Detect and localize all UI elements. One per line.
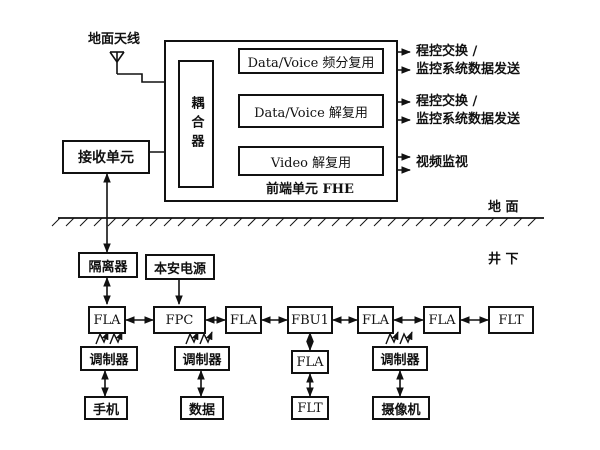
fbu1-box: FBU1 (287, 306, 333, 334)
data-box: 数据 (180, 396, 224, 420)
receiver-box: 接收单元 (62, 140, 150, 174)
antenna-icon (109, 51, 125, 64)
wireless-link-icon-3 (385, 331, 413, 345)
handset-box: 手机 (84, 396, 128, 420)
ground-label: 地 面 (488, 200, 519, 215)
underground-label: 井 下 (488, 252, 519, 267)
fla-5-box: FLA (291, 350, 329, 374)
output-label-3: 视频监视 (416, 155, 469, 170)
output-label-2b: 监控系统数据发送 (416, 112, 521, 127)
front-end-unit-label: 前端单元 FHE (266, 182, 354, 197)
intrinsic-power-box: 本安电源 (145, 254, 215, 280)
wireless-link-icon-2 (185, 331, 213, 345)
fla-4-box: FLA (423, 306, 461, 334)
antenna-to-coupler-wire (117, 73, 178, 83)
isolator-box: 隔离器 (78, 252, 138, 278)
modem-1-box: 调制器 (80, 346, 138, 371)
output-label-1b: 监控系统数据发送 (416, 62, 521, 77)
ground-hatch (51, 217, 537, 227)
coupler-box: 耦合器 (178, 60, 214, 188)
fpc-box: FPC (153, 306, 206, 334)
video-demux-box: Video 解复用 (238, 146, 384, 176)
fla-1-box: FLA (88, 306, 126, 334)
output-label-2a: 程控交换 / (416, 94, 478, 109)
modem-2-box: 调制器 (174, 346, 230, 371)
flt-2-box: FLT (291, 396, 329, 420)
freq-mux-box: Data/Voice 频分复用 (238, 48, 384, 74)
camera-box: 摄像机 (372, 396, 430, 420)
demux-box: Data/Voice 解复用 (238, 94, 384, 128)
flt-1-box: FLT (488, 306, 534, 334)
fla-2-box: FLA (225, 306, 262, 334)
ground-antenna-label: 地面天线 (88, 32, 141, 47)
modem-3-box: 调制器 (372, 346, 428, 371)
fla-3-box: FLA (357, 306, 394, 334)
wireless-link-icon-1 (95, 331, 123, 345)
coupler-label: 耦合器 (188, 95, 204, 153)
output-label-1a: 程控交换 / (416, 44, 478, 59)
